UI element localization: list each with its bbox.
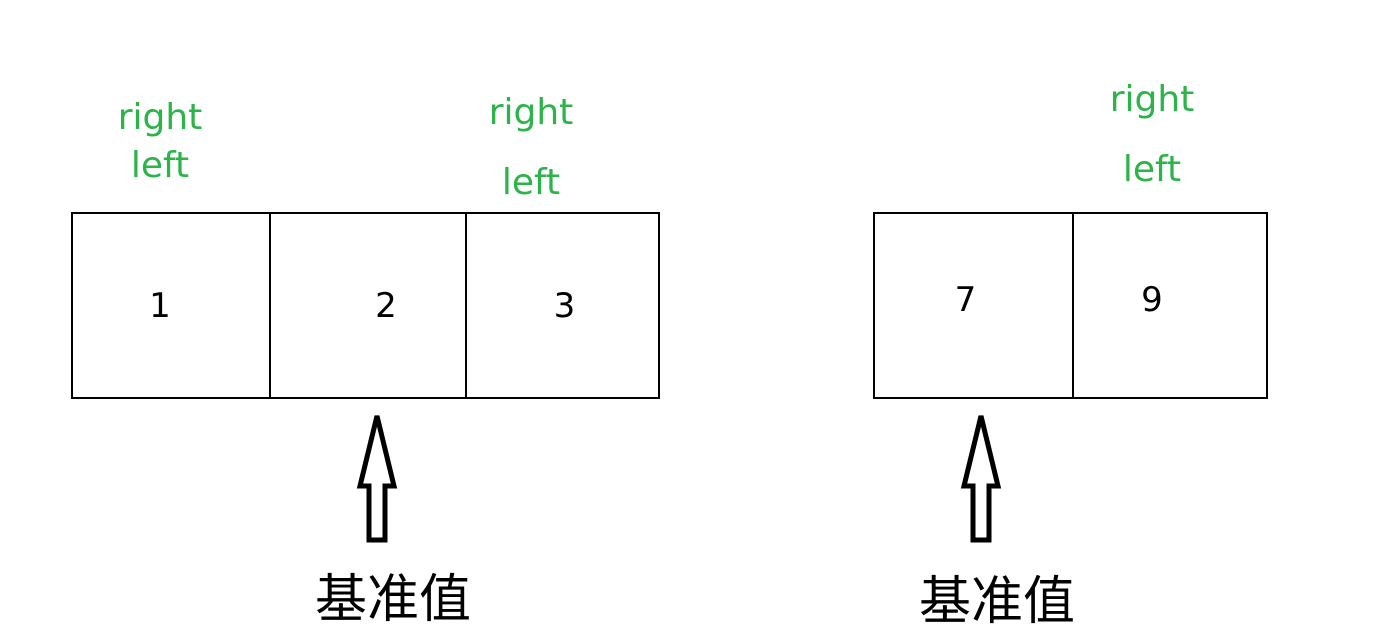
array-cell: 9: [1072, 214, 1266, 397]
array-cell: 1: [149, 285, 171, 326]
array-cell: 3: [465, 214, 658, 397]
up-arrow-icon: [356, 415, 398, 543]
pointer-label-right: right: [117, 97, 203, 138]
array-cell: 7: [954, 279, 977, 320]
pivot-label: 基准值: [918, 572, 1076, 632]
pointer-label-right: right: [1109, 79, 1195, 120]
pointer-label-left: left: [501, 162, 561, 203]
pointer-label-left: left: [1122, 149, 1182, 190]
pivot-label: 基准值: [314, 570, 472, 630]
pointer-label-right: right: [488, 92, 574, 133]
array-box: 7 9: [873, 212, 1268, 399]
pointer-label-left: left: [130, 145, 190, 186]
up-arrow-icon: [960, 415, 1002, 543]
array-box: 1 2 3: [71, 212, 660, 399]
array-cell: 2: [269, 214, 465, 397]
